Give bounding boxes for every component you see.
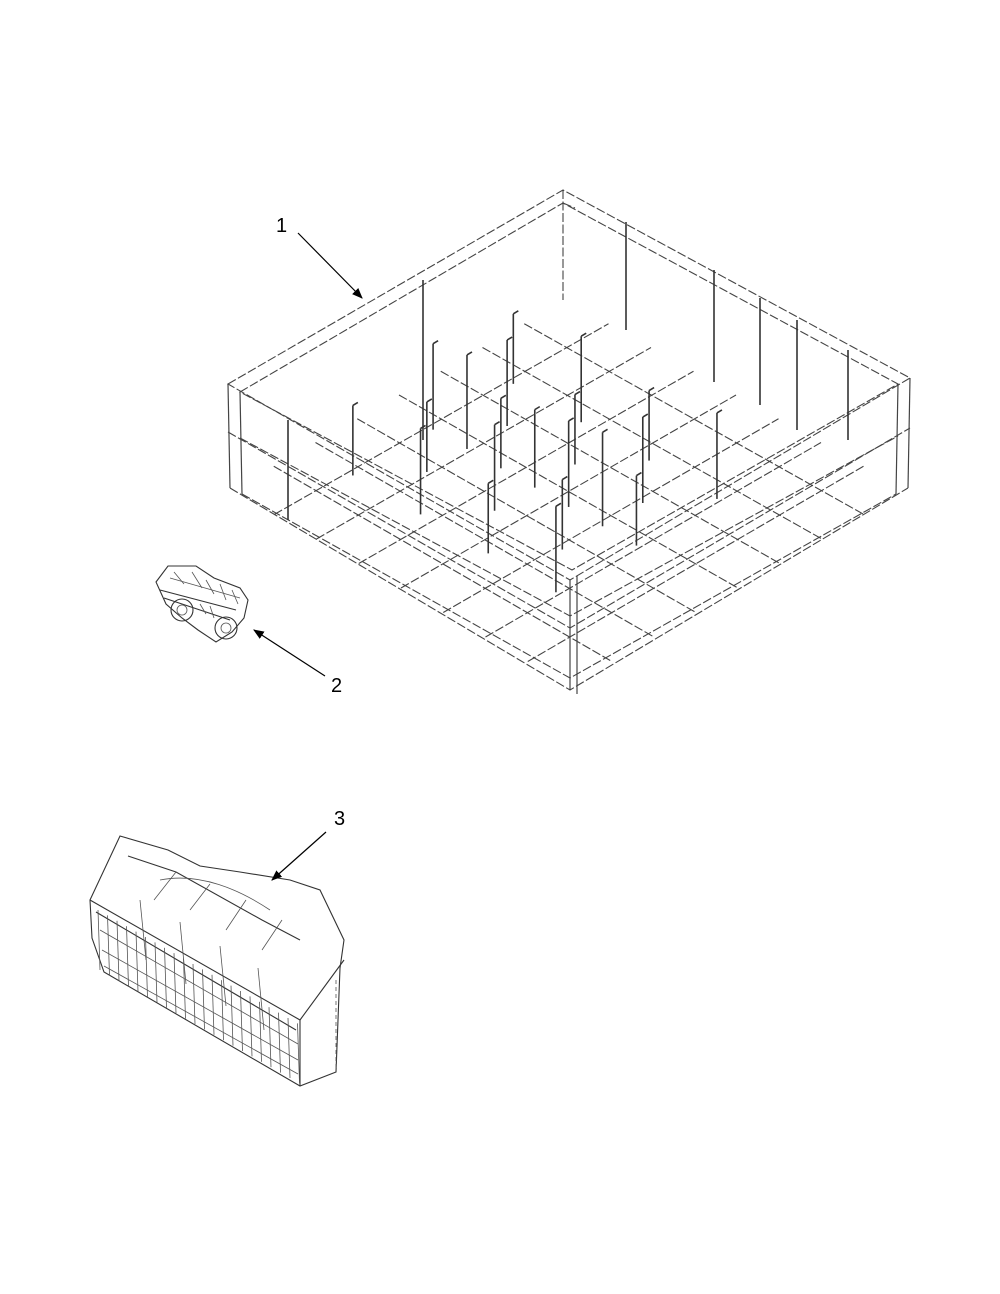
rack-tine-tip <box>602 428 608 433</box>
rack-tine-tip <box>648 386 655 392</box>
basket-mesh-wire <box>192 963 196 1025</box>
rack-tine-tip <box>506 336 513 341</box>
basket-mesh-wire <box>221 980 224 1041</box>
rack-floor-wire <box>482 347 823 540</box>
basket-mesh-wire <box>211 974 215 1035</box>
rack-floor-wire <box>315 442 655 638</box>
rack-tine-tip <box>636 471 642 477</box>
rack-tine-tip <box>512 310 519 315</box>
basket-mesh-wire <box>107 915 110 976</box>
basket-mesh-wire <box>116 920 120 981</box>
basket-mesh-wire <box>154 942 158 1003</box>
basket-mesh-wire <box>287 1017 291 1079</box>
rack-tine-tip <box>555 502 562 507</box>
leader-lines <box>253 232 363 881</box>
basket-mesh-wire <box>297 1023 300 1084</box>
rack-floor-wire <box>273 465 613 662</box>
callout-number-3: 3 <box>334 808 346 830</box>
basket-mesh-wire <box>268 1007 272 1068</box>
rack-floor-wire <box>358 370 694 564</box>
basket-mesh-wire <box>278 1012 281 1073</box>
rack-tine-tip <box>487 479 494 485</box>
rack-floor-wire <box>356 418 697 613</box>
rack-tine-tip <box>494 421 500 426</box>
rack-tine-tip <box>642 413 649 418</box>
rack-tine-tip <box>561 475 568 481</box>
basket-mesh-wire <box>173 953 177 1014</box>
basket-mesh-wire <box>126 926 129 987</box>
rack-tine-tip <box>534 405 541 411</box>
callout-number-2: 2 <box>331 675 343 697</box>
basket-mesh-wire <box>135 931 139 992</box>
rack-floor-wire <box>527 465 864 662</box>
rack-floor-wire <box>398 394 739 589</box>
basket-mesh-wire <box>202 969 205 1030</box>
rack-floor-wire <box>485 442 822 638</box>
rack-floor-wire <box>400 394 737 589</box>
rack-floor-wire <box>440 370 781 564</box>
leader-arrow-2 <box>253 629 326 677</box>
callout-number-1: 1 <box>276 215 288 237</box>
leader-arrow-1 <box>297 232 363 299</box>
rack-tine-tip <box>466 351 473 356</box>
basket-mesh-wire <box>164 947 167 1008</box>
basket-mesh-wire <box>183 958 186 1019</box>
basket-mesh-wire <box>145 936 148 998</box>
rack-tine-tip <box>716 409 723 414</box>
silverware-basket <box>89 835 345 1087</box>
rack-tine-tip <box>580 332 587 337</box>
basket-mesh-wire <box>249 996 253 1057</box>
rack-tine-tip <box>500 394 507 399</box>
rack-tine-tip <box>426 398 433 403</box>
lower-dishrack <box>226 189 912 694</box>
leader-arrow-3 <box>271 831 327 881</box>
rack-tine-tip <box>568 417 575 422</box>
rack-floor-wire <box>442 418 779 613</box>
basket-mesh-wire <box>230 985 234 1046</box>
rack-tine-tip <box>352 401 359 407</box>
rack-tine-tip <box>432 339 439 345</box>
roller-assembly <box>155 565 249 643</box>
basket-mesh-wire <box>240 990 243 1052</box>
rack-tine-tip <box>574 390 581 396</box>
basket-mesh-wire <box>97 909 101 971</box>
basket-mesh-wire <box>259 1001 262 1062</box>
